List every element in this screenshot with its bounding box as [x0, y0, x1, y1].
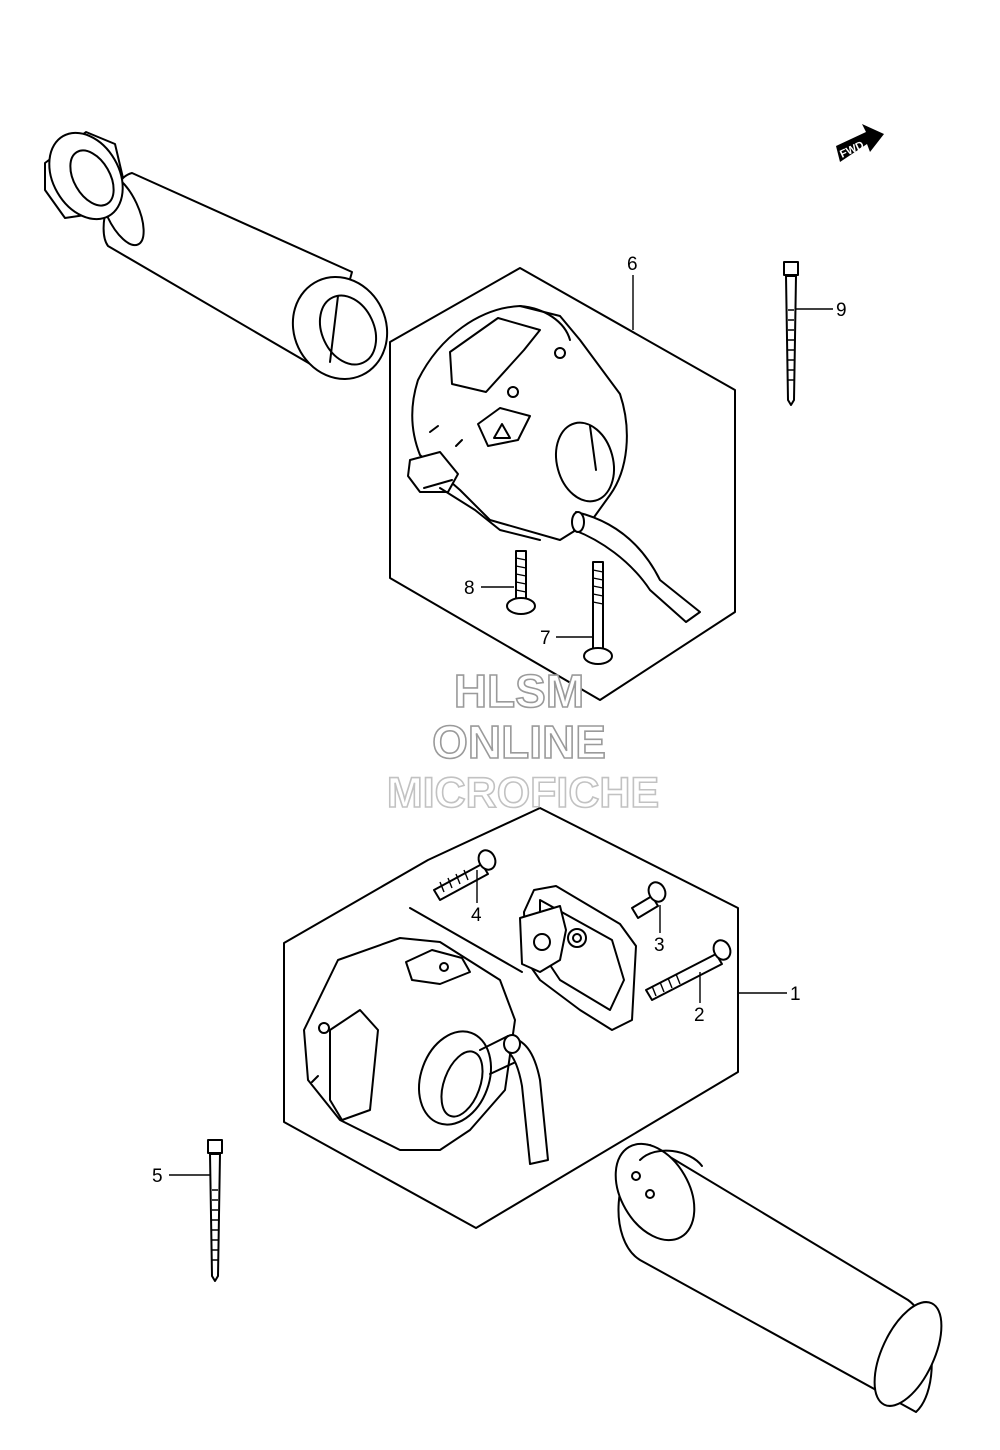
switch-bracket — [519, 885, 637, 1031]
watermark-line-3: MICROFICHE — [387, 769, 659, 817]
cable-tie-5 — [207, 1139, 223, 1282]
switch-wiring-harness — [571, 511, 701, 623]
screw-8 — [506, 550, 536, 615]
callout-3: 3 — [654, 935, 665, 956]
left-handlebar-switch — [407, 305, 628, 541]
watermark-line-1: HLSM — [454, 665, 584, 717]
switch-assembly-6-boundary — [389, 267, 736, 701]
screw-2 — [645, 939, 732, 1001]
callout-2: 2 — [694, 1005, 705, 1026]
sub-assembly-boundary — [409, 907, 523, 973]
screw-3 — [631, 881, 667, 919]
screw-7 — [583, 561, 613, 665]
callout-6: 6 — [627, 254, 638, 275]
callout-1: 1 — [790, 984, 801, 1005]
fwd-label: FWD — [838, 139, 866, 160]
left-handlebar-grip — [99, 172, 389, 380]
switch-assembly-1-boundary — [283, 807, 739, 1229]
callout-4: 4 — [471, 905, 482, 926]
grip-end-cap — [44, 131, 124, 221]
callout-9: 9 — [836, 300, 847, 321]
screw-4 — [433, 849, 497, 901]
callout-8: 8 — [464, 578, 475, 599]
callout-7: 7 — [540, 628, 551, 649]
switch-wiring-harness-lower — [503, 1034, 549, 1165]
callout-5: 5 — [152, 1166, 163, 1187]
cable-tie-9 — [783, 261, 799, 406]
right-handlebar-switch — [303, 937, 521, 1151]
right-handlebar-grip — [614, 1142, 943, 1413]
forward-arrow-icon: FWD — [836, 124, 884, 162]
watermark-line-2: ONLINE — [432, 716, 606, 768]
